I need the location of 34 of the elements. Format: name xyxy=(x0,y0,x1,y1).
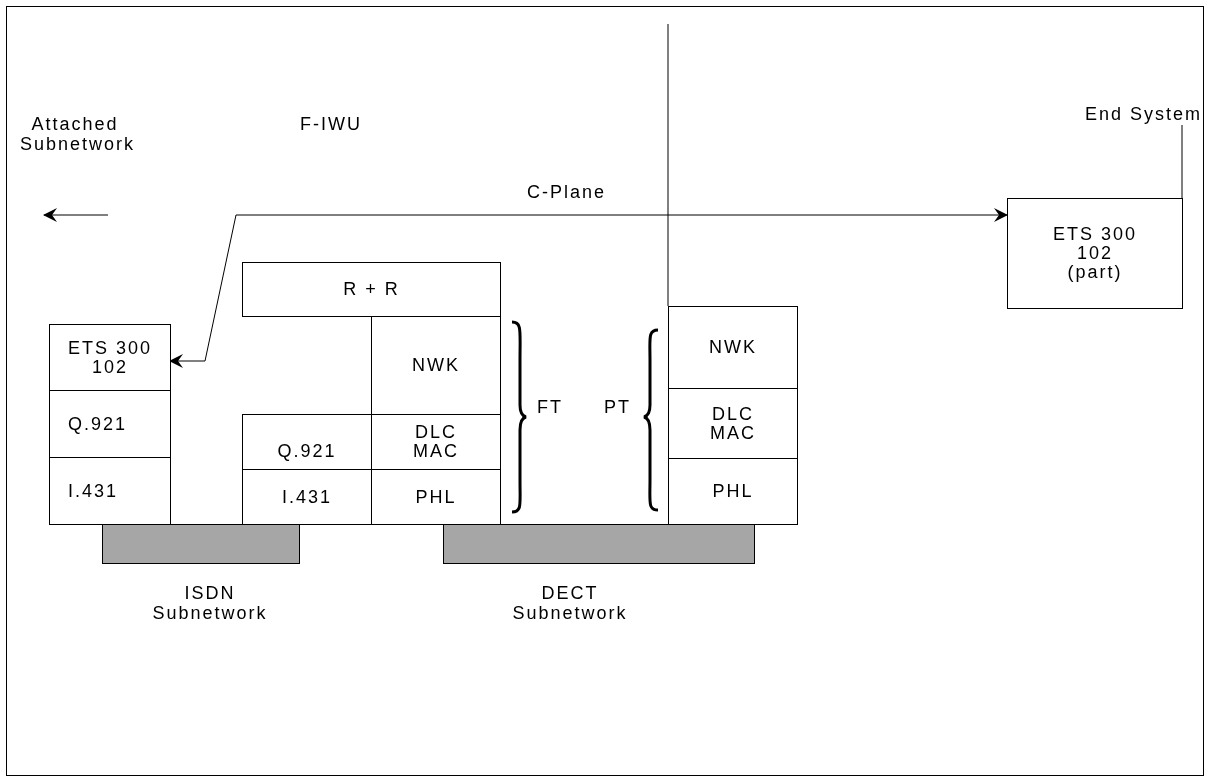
layer-label: Q.921 xyxy=(277,442,337,461)
text-label: F-IWU xyxy=(300,115,363,135)
layer-label: PHL xyxy=(712,482,754,501)
layer-label: Q.921 xyxy=(68,414,128,434)
subnetwork-label: ISDN Subnetwork xyxy=(151,584,269,624)
layer-label: NWK xyxy=(709,338,757,357)
arrow xyxy=(169,208,1008,368)
layer-label: NWK xyxy=(412,356,460,375)
layer-box xyxy=(49,324,171,391)
layer-label: R + R xyxy=(343,280,400,299)
subnetwork-bar xyxy=(443,524,755,564)
layer-box xyxy=(668,458,798,525)
layer-label: I.431 xyxy=(68,481,119,501)
layer-label: DLC MAC xyxy=(412,423,460,461)
subnetwork-bar xyxy=(102,524,300,564)
layer-box xyxy=(668,388,798,459)
layer-label: I.431 xyxy=(281,487,332,507)
layer-box xyxy=(668,306,798,389)
text-label: FT xyxy=(537,398,564,418)
layer-box xyxy=(371,469,501,525)
layer-box xyxy=(49,457,171,525)
layer-box xyxy=(242,469,372,525)
subnetwork-label: DECT Subnetwork xyxy=(511,584,629,624)
layer-box xyxy=(49,390,171,458)
layer-box xyxy=(371,316,501,415)
layer-label: ETS 300 102 xyxy=(66,338,153,377)
layer-label: PHL xyxy=(415,487,457,507)
layer-box xyxy=(242,262,501,317)
text-label: PT xyxy=(604,398,632,418)
layer-label: ETS 300 102 (part) xyxy=(1052,225,1138,282)
layer-box xyxy=(1007,198,1183,309)
layer-label: DLC MAC xyxy=(709,404,757,443)
layer-box xyxy=(242,414,372,470)
text-label: End System xyxy=(1085,105,1204,125)
